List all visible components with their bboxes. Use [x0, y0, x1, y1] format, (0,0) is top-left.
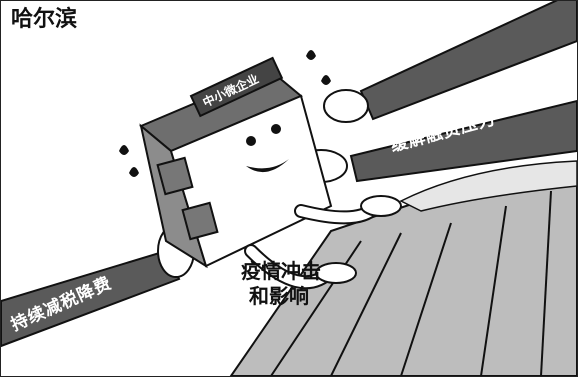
building-character [139, 56, 402, 290]
road-top [399, 160, 577, 212]
sweat-drop-2 [321, 75, 331, 85]
sweat-drop-3 [119, 145, 129, 155]
arm-tax [1, 249, 181, 348]
arm-rent [359, 1, 577, 121]
sweat-drop-4 [129, 167, 139, 177]
road-line-5 [540, 190, 552, 376]
sweat-drop-1 [306, 50, 316, 60]
road-line-3 [400, 222, 452, 376]
caption-line-2: 和影响 [249, 284, 309, 308]
caption-line-1: 疫情冲击 [241, 259, 321, 283]
road-line-4 [480, 205, 507, 376]
arm-financing [349, 99, 577, 183]
sky-area [1, 1, 577, 151]
caption: 疫情冲击 和影响 [241, 259, 321, 309]
road-line-2 [330, 232, 402, 376]
city-label: 哈尔滨 [11, 7, 78, 32]
hand-rent [323, 89, 369, 123]
